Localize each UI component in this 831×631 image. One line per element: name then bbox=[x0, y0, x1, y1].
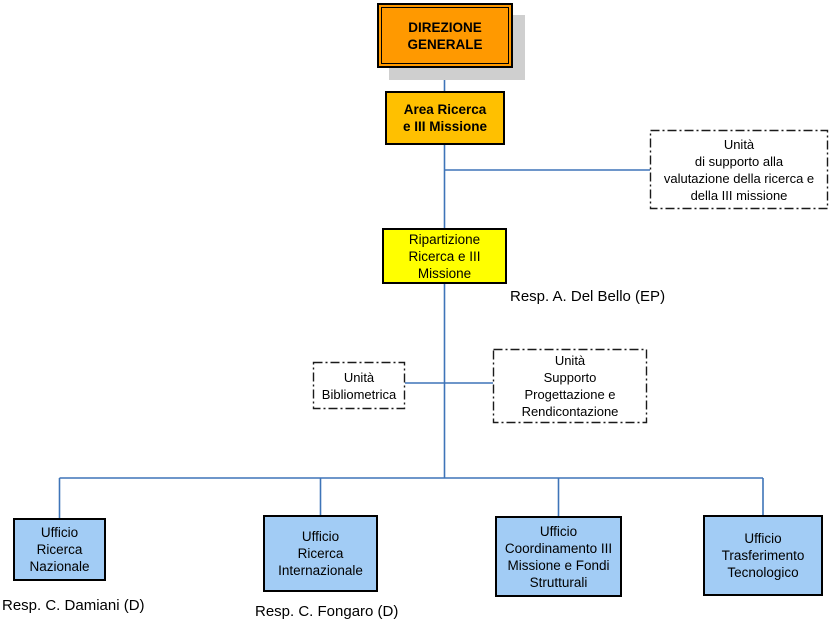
responsible-label-ricerca-nazionale: Resp. C. Damiani (D) bbox=[2, 597, 145, 614]
org-box-ufficio-coordinamento: Ufficio Coordinamento III Missione e Fon… bbox=[495, 516, 622, 597]
org-box-ufficio-ricerca-nazionale: Ufficio Ricerca Nazionale bbox=[13, 518, 106, 581]
org-box-direzione-generale: DIREZIONE GENERALE bbox=[377, 3, 513, 68]
org-box-unita-supporto-progettazione: Unità Supporto Progettazione e Rendicont… bbox=[521, 353, 619, 419]
responsible-label-ricerca-internazionale: Resp. C. Fongaro (D) bbox=[255, 603, 399, 620]
responsible-label-ripartizione: Resp. A. Del Bello (EP) bbox=[510, 288, 666, 305]
org-box-area-ricerca: Area Ricerca e III Missione bbox=[385, 91, 505, 145]
org-box-ufficio-trasferimento: Ufficio Trasferimento Tecnologico bbox=[703, 515, 823, 596]
org-box-unita-bibliometrica: Unità Bibliometrica bbox=[321, 369, 397, 402]
org-box-unita-supporto-valutazione: Unità di supporto alla valutazione della… bbox=[663, 136, 815, 203]
org-box-ripartizione-ricerca: Ripartizione Ricerca e III Missione bbox=[382, 228, 507, 284]
org-box-ufficio-ricerca-internazionale: Ufficio Ricerca Internazionale bbox=[263, 515, 378, 592]
